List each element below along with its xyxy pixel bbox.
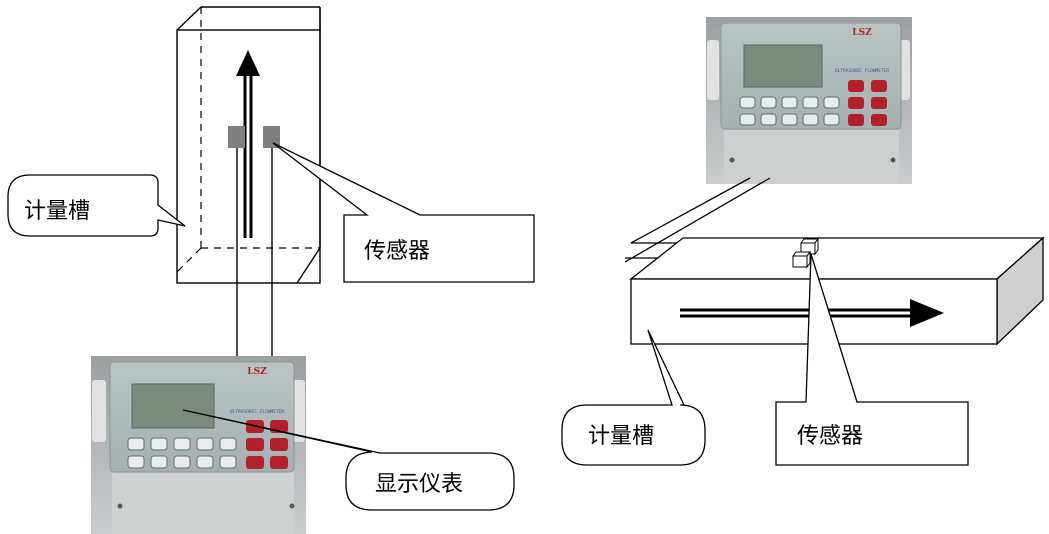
callout-left-sensor: 传感器 [272,142,535,283]
label-left-display: 显示仪表 [375,472,463,497]
label-right-sensor: 传感器 [797,424,863,449]
left-sensor-a [228,126,245,148]
callout-right-sensor: 传感器 [775,253,969,466]
label-right-tank: 计量槽 [588,424,654,449]
left-display-device: LSZ ULTRASONIC FLOWMETER [91,356,306,534]
right-sensor-top [800,237,819,256]
right-flow-arrow [680,299,944,327]
left-device-brand: LSZ [247,367,267,377]
callout-left-display: 显示仪表 [182,409,515,511]
left-device-keypad [127,420,288,469]
right-device-model: ULTRASONIC FLOWMETER [835,68,889,74]
callout-right-tank: 计量槽 [561,329,706,466]
left-metering-tank [176,6,321,284]
right-metering-channel [629,236,1045,346]
left-device-model: ULTRASONIC FLOWMETER [230,409,284,415]
label-left-sensor: 传感器 [364,239,430,264]
right-sensor-bottom [792,250,811,269]
left-device-lcd [131,383,215,429]
right-cable-b [624,177,771,263]
left-flow-arrow [236,50,260,238]
right-display-device: LSZ ULTRASONIC FLOWMETER [706,17,912,184]
right-device-keypad [739,80,887,126]
right-device-lcd [743,44,823,88]
label-left-tank: 计量槽 [24,199,90,224]
right-device-brand: LSZ [852,28,872,38]
left-sensor-b [263,126,280,148]
right-cable-a [630,177,751,244]
callout-left-tank: 计量槽 [7,174,186,237]
